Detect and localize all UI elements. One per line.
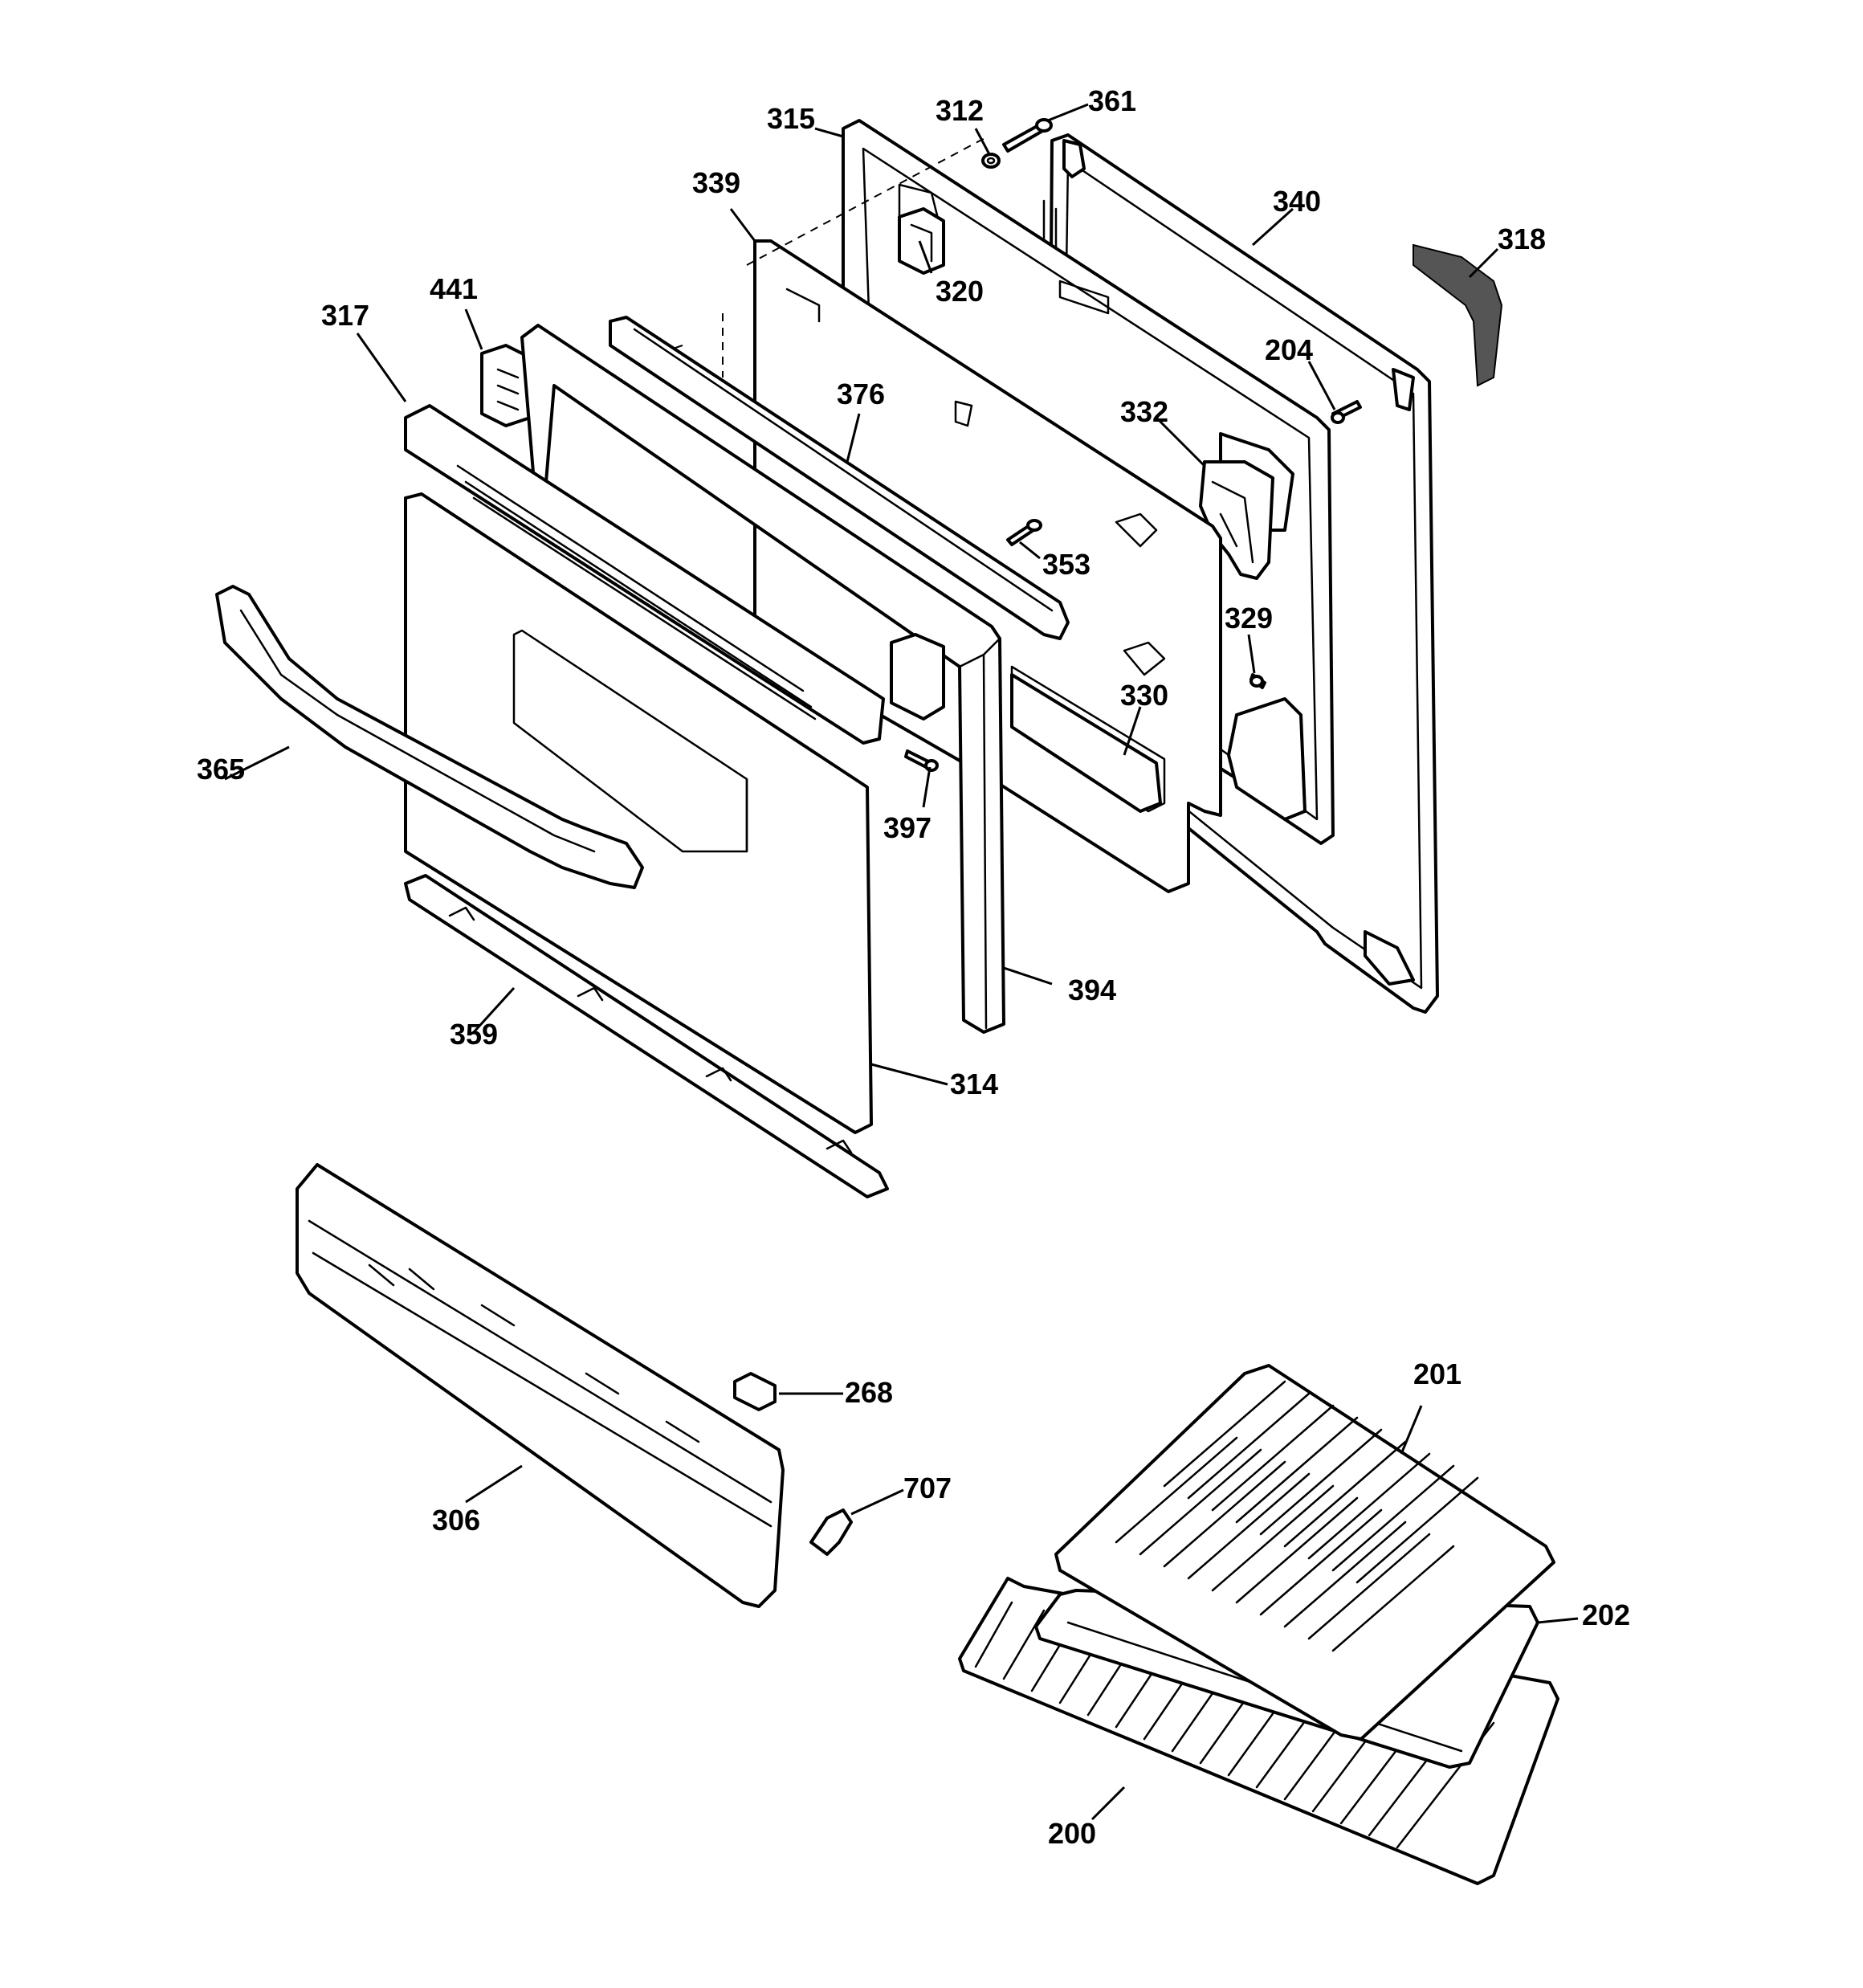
part-397-screw	[904, 749, 939, 772]
callout-332: 332	[1120, 395, 1169, 428]
part-306-drawer-panel	[296, 1163, 785, 1608]
part-707-bracket	[809, 1508, 853, 1556]
callout-707: 707	[903, 1472, 952, 1504]
part-201-broiler-grid	[1054, 1364, 1555, 1741]
part-318-gasket	[1413, 243, 1503, 387]
callout-312: 312	[936, 94, 984, 127]
part-312-washer	[981, 153, 1001, 169]
callout-376: 376	[837, 378, 886, 410]
callout-359: 359	[450, 1018, 499, 1051]
part-314-door-front	[404, 492, 873, 1134]
part-330-window-strip	[1010, 673, 1162, 813]
part-365-handle	[215, 585, 644, 889]
callout-317: 317	[321, 299, 370, 332]
part-320-hinge	[898, 207, 945, 275]
callout-329: 329	[1225, 602, 1274, 635]
callout-330: 330	[1120, 679, 1169, 712]
callout-202: 202	[1582, 1598, 1631, 1631]
callout-353: 353	[1042, 548, 1091, 581]
callout-365: 365	[197, 753, 246, 786]
callout-394: 394	[1068, 974, 1117, 1006]
part-204-screw	[1331, 400, 1362, 424]
part-268-clip	[733, 1372, 777, 1411]
part-353-screw	[1006, 519, 1042, 546]
callout-339: 339	[692, 166, 741, 199]
callout-268: 268	[845, 1376, 894, 1409]
leader-lines	[224, 103, 1579, 1821]
part-361-screw	[1002, 118, 1053, 153]
callout-204: 204	[1265, 333, 1314, 366]
callout-314: 314	[950, 1067, 999, 1100]
part-332-insulation	[1199, 460, 1274, 580]
callout-441: 441	[430, 272, 479, 305]
callout-315: 315	[767, 102, 816, 135]
callout-318: 318	[1498, 222, 1547, 255]
callout-200: 200	[1048, 1817, 1097, 1850]
broiler-grid-slots	[1115, 1380, 1479, 1652]
callout-306: 306	[432, 1504, 481, 1537]
callout-201: 201	[1413, 1357, 1462, 1390]
part-376-top-channel	[609, 316, 1070, 640]
part-359-bottom-trim	[404, 874, 889, 1198]
callout-320: 320	[936, 275, 984, 308]
callout-361: 361	[1088, 84, 1137, 117]
part-317-vent-trim	[404, 404, 945, 745]
part-329-screw	[1249, 673, 1266, 689]
callout-340: 340	[1273, 185, 1322, 218]
callout-397: 397	[883, 811, 932, 844]
